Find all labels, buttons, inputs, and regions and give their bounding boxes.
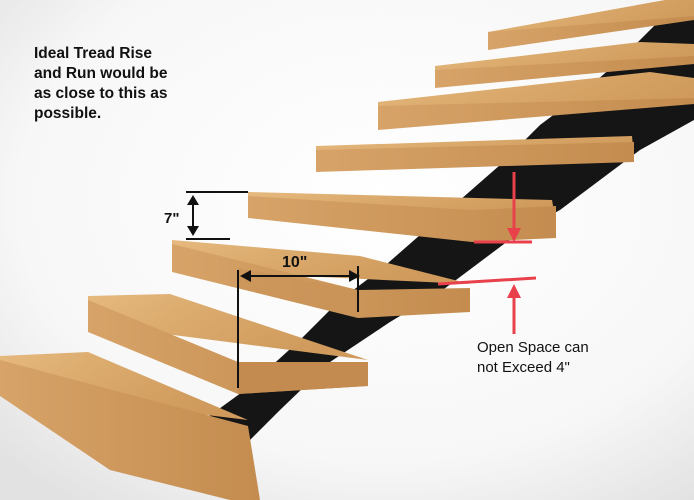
note-line-2: and Run would be	[34, 65, 168, 82]
tread-8	[0, 352, 260, 500]
rise-dimension	[186, 191, 248, 240]
tread-5	[248, 192, 556, 242]
warning-line-1: Open Space can	[477, 339, 589, 356]
tread-7	[88, 294, 368, 394]
tread-1	[488, 0, 694, 50]
open-space-warning: Open Space can not Exceed 4"	[477, 338, 677, 378]
warning-line-2: not Exceed 4"	[477, 359, 570, 376]
note-line-3: as close to this as	[34, 85, 168, 102]
run-label: 10"	[282, 254, 308, 271]
note-line-1: Ideal Tread Rise	[34, 45, 153, 62]
tread-2	[435, 42, 694, 88]
rise-label: 7"	[164, 210, 180, 227]
tread-3	[378, 72, 694, 130]
note-line-4: possible.	[34, 105, 102, 122]
open-space-marker	[437, 172, 537, 334]
tread-4	[316, 136, 634, 172]
run-dimension	[237, 266, 360, 388]
ideal-rise-run-note: Ideal Tread Rise and Run would be as clo…	[34, 44, 224, 124]
